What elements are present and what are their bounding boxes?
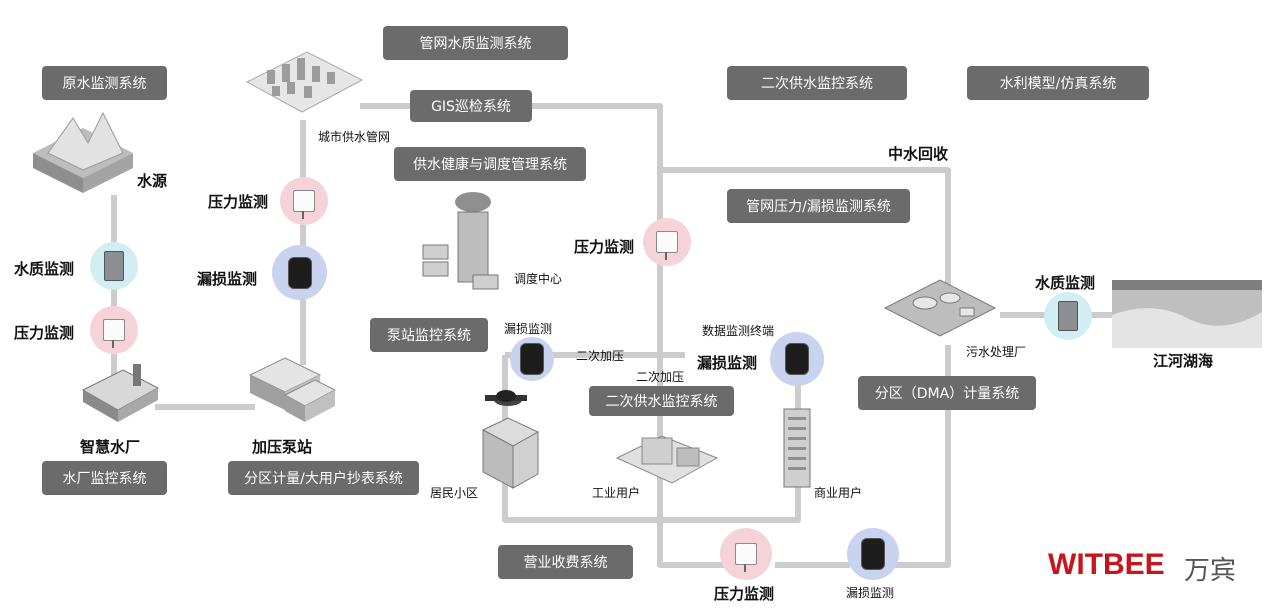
pipe-main-vertical — [657, 170, 725, 568]
sensor-mid-pressure[interactable] — [280, 177, 328, 225]
label-res-leak: 漏损监测 — [504, 322, 553, 336]
sensor-right-quality[interactable] — [1044, 292, 1092, 340]
water-quality-device-icon — [1058, 301, 1078, 331]
label-center-pressure: 压力监测 — [574, 238, 635, 256]
sensor-mid-leak[interactable] — [272, 245, 327, 300]
label-bottom-pressure: 压力监测 — [714, 585, 775, 603]
label-water-source: 水源 — [137, 172, 168, 190]
sensor-left-quality[interactable] — [90, 242, 138, 290]
pressure-device-icon — [293, 190, 315, 219]
label-secondary-boost-1: 二次加压 — [576, 349, 625, 363]
water-meter-illustration — [485, 390, 527, 402]
label-booster-station: 加压泵站 — [252, 438, 313, 456]
leak-device-icon — [520, 343, 544, 375]
label-industrial: 工业用户 — [592, 486, 641, 500]
smart-plant-illustration — [81, 364, 160, 422]
label-data-terminal: 数据监测终端 — [702, 324, 775, 338]
sensor-com-leak[interactable] — [770, 332, 824, 386]
label-left-pressure: 压力监测 — [14, 324, 75, 342]
river-illustration — [1112, 280, 1262, 348]
box-billing: 营业收费系统 — [498, 545, 633, 579]
pipe-bottom-to-sewage — [895, 345, 951, 568]
box-hydraulic-model: 水利模型/仿真系统 — [967, 66, 1149, 100]
booster-station-illustration — [248, 357, 337, 422]
leak-device-icon — [287, 256, 312, 289]
label-smart-plant: 智慧水厂 — [80, 438, 141, 456]
dispatch-center-illustration — [422, 192, 499, 290]
label-left-quality: 水质监测 — [14, 260, 75, 278]
box-pump-station-system: 泵站监控系统 — [370, 318, 488, 352]
leak-device-icon — [785, 343, 809, 375]
brand-logo: WITBEE — [1048, 548, 1165, 581]
box-pressure-leak: 管网压力/漏损监测系统 — [727, 189, 910, 223]
residential-illustration — [481, 394, 540, 489]
box-secondary-supply-top: 二次供水监控系统 — [727, 66, 907, 100]
pressure-device-icon — [656, 231, 678, 260]
sensor-left-pressure[interactable] — [90, 306, 138, 354]
mountain-source-illustration — [33, 111, 133, 193]
box-gis-patrol: GIS巡检系统 — [410, 90, 532, 122]
box-source-monitoring: 原水监测系统 — [42, 66, 167, 100]
box-secondary-supply-mid: 二次供水监控系统 — [589, 386, 734, 416]
label-rivers: 江河湖海 — [1153, 352, 1214, 370]
box-pipe-water-quality: 管网水质监测系统 — [383, 26, 568, 60]
box-dma: 分区（DMA）计量系统 — [858, 376, 1036, 410]
label-bottom-leak: 漏损监测 — [846, 586, 895, 600]
box-plant-monitoring: 水厂监控系统 — [42, 461, 167, 495]
box-zone-meter: 分区计量/大用户抄表系统 — [228, 461, 419, 495]
sensor-res-leak[interactable] — [510, 337, 554, 381]
label-mid-pressure: 压力监测 — [208, 193, 269, 211]
label-right-quality: 水质监测 — [1035, 274, 1096, 292]
label-sewage-plant: 污水处理厂 — [966, 345, 1027, 359]
industrial-illustration — [615, 435, 719, 484]
label-mid-leak: 漏损监测 — [197, 270, 258, 288]
label-dispatch-center: 调度中心 — [514, 272, 563, 286]
sewage-plant-illustration — [883, 279, 997, 337]
label-commercial: 商业用户 — [814, 486, 863, 500]
label-reclaimed-water: 中水回收 — [888, 145, 949, 163]
pressure-device-icon — [735, 543, 757, 572]
leak-device-icon — [861, 538, 885, 570]
label-city-network: 城市供水管网 — [318, 130, 391, 144]
box-health-dispatch: 供水健康与调度管理系统 — [394, 147, 586, 181]
commercial-tower-illustration — [783, 408, 811, 488]
pressure-device-icon — [103, 319, 125, 348]
city-network-illustration — [245, 51, 364, 113]
sensor-bottom-pressure[interactable] — [720, 528, 772, 580]
water-quality-device-icon — [104, 251, 124, 281]
sensor-bottom-leak[interactable] — [847, 528, 899, 580]
sensor-center-pressure[interactable] — [643, 218, 691, 266]
label-com-leak: 漏损监测 — [697, 354, 758, 372]
brand-logo-cn: 万宾 — [1184, 556, 1237, 586]
label-secondary-boost-2: 二次加压 — [636, 370, 685, 384]
label-residential: 居民小区 — [430, 486, 479, 500]
